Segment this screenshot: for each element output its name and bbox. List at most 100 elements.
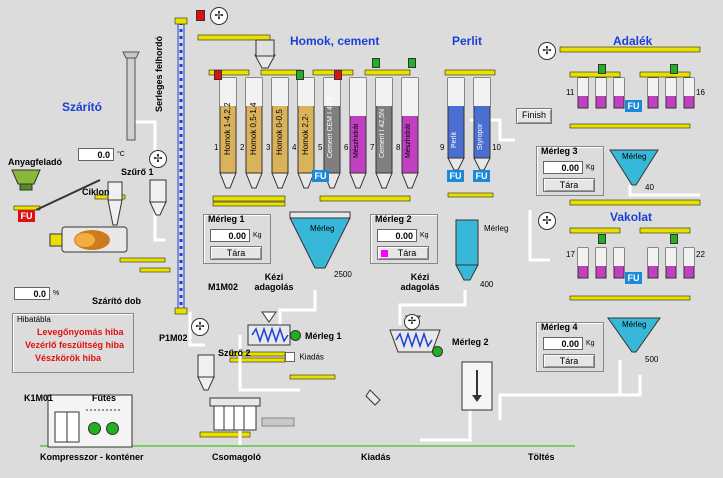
valve-green-indicator[interactable] (372, 58, 380, 68)
label-m1m02: M1M02 (208, 282, 239, 292)
hopper-capacity-adalek: 40 (645, 183, 654, 192)
adalek-bins (577, 77, 695, 186)
silo-name-8: Mészhidrát (405, 123, 412, 158)
packer-unit (209, 397, 295, 431)
fan-icon-p1m02[interactable]: ✢ (191, 318, 209, 336)
bucket-elevator (174, 17, 188, 315)
label-ciklon: Ciklon (82, 187, 110, 197)
fan-icon-vakolat[interactable]: ✢ (538, 212, 556, 230)
scale-2-title: Mérleg 2 (375, 214, 412, 224)
motor-green-indicator[interactable] (432, 346, 443, 357)
label-csomagolo: Csomagoló (212, 452, 262, 462)
label-kezi-adagolas-2: Kézi adagolás (400, 272, 440, 292)
drum-percent-unit: % (53, 290, 60, 297)
silo-number-2: 2 (240, 143, 245, 152)
mixer-1 (247, 311, 291, 346)
scale-2-tara-label: Tára (397, 248, 417, 258)
valve-red-indicator[interactable] (196, 10, 205, 21)
valve-green-indicator[interactable] (296, 70, 304, 80)
drum-percent-value: 0.0 (14, 287, 50, 300)
bin-number-adalek-right: 16 (696, 88, 705, 97)
silo-name-10: Styropor (477, 123, 484, 150)
silo-number-7: 7 (370, 143, 375, 152)
fu-badge-perlit-2[interactable]: FU (473, 170, 490, 182)
finish-button[interactable]: Finish (516, 108, 552, 124)
scale-1-title: Mérleg 1 (208, 214, 245, 224)
label-hopper-merleg-perlit: Mérleg (484, 224, 509, 233)
label-hopper-merleg-adalek: Mérleg (622, 152, 647, 161)
main-weigh-hopper (289, 211, 351, 269)
scale-3-tara-button[interactable]: Tára (543, 178, 595, 192)
scale-1-tara-button[interactable]: Tára (210, 246, 262, 260)
fan-icon-adalek[interactable]: ✢ (538, 42, 556, 60)
scale-4-value: 0.00 (543, 337, 583, 350)
vakolat-bins (577, 247, 695, 353)
scale-3-unit: Kg (586, 164, 595, 171)
valve-green-indicator[interactable] (598, 64, 606, 74)
alarm-panel-title: Hibatábla (17, 315, 51, 324)
scale-4-unit: Kg (586, 340, 595, 347)
valve-green-indicator[interactable] (670, 234, 678, 244)
label-szarito-dob: Szárító dob (92, 296, 141, 306)
scale-1-value: 0.00 (210, 229, 250, 242)
label-mixer-merleg1: Mérleg 1 (305, 331, 342, 341)
valve-green-indicator[interactable] (598, 234, 606, 244)
silo-name-6: Mészhidrát (353, 123, 360, 158)
section-title-adalek: Adalék (613, 34, 653, 48)
filter-2 (197, 354, 215, 391)
kiadas-checkbox-row[interactable]: Kiadás (285, 348, 324, 366)
silo-name-1: Homok 1-4,2,2 (223, 102, 232, 155)
label-kompresszor: Kompresszor - konténer (40, 452, 144, 462)
scale-panel-2: Mérleg 2 0.00 Kg Tára (370, 214, 438, 264)
valve-red-indicator[interactable] (334, 70, 342, 80)
silo-name-4: Homok 2,2- (301, 113, 310, 155)
scale-4-tara-button[interactable]: Tára (543, 354, 595, 368)
scale-1-unit: Kg (253, 232, 262, 239)
motor-green-indicator[interactable] (106, 422, 119, 435)
valve-red-indicator[interactable] (214, 70, 222, 80)
cyclone (107, 181, 123, 226)
temperature-unit: °C (117, 151, 125, 158)
scale-2-tara-button[interactable]: Tára (377, 246, 429, 260)
valve-green-indicator[interactable] (408, 58, 416, 68)
label-mixer-merleg2: Mérleg 2 (452, 337, 489, 347)
section-title-szarito: Szárító (62, 100, 103, 114)
bin-number-adalek-left: 11 (566, 88, 575, 97)
fan-icon-merleg2[interactable]: ✢ (404, 314, 420, 330)
fu-badge-main[interactable]: FU (312, 170, 329, 182)
hopper-capacity-vakolat: 500 (645, 355, 659, 364)
scale-4-title: Mérleg 4 (541, 322, 578, 332)
silo-name-9: Perlit (451, 132, 458, 148)
perlit-weigh-silo (455, 219, 479, 281)
silo-name-5: Cement CEM I 42,5 (327, 96, 334, 158)
silo-number-8: 8 (396, 143, 401, 152)
silo-number-6: 6 (344, 143, 349, 152)
silo-number-1: 1 (214, 143, 219, 152)
fan-icon-top[interactable]: ✢ (210, 7, 228, 25)
section-title-perlit: Perlit (452, 34, 483, 48)
label-k1m01: K1M01 (24, 393, 54, 403)
scale-panel-4: Mérleg 4 0.00 Kg Tára (536, 322, 604, 372)
scale-2-status-square (381, 250, 388, 257)
feed-hopper (11, 169, 101, 211)
valve-green-indicator[interactable] (670, 64, 678, 74)
fu-badge-feeder[interactable]: FU (18, 210, 35, 222)
motor-green-indicator[interactable] (88, 422, 101, 435)
silo-name-2: Homok 0,5-1,4 (249, 102, 258, 155)
label-anyagfelado: Anyagfeladó (8, 157, 63, 167)
scale-panel-3: Mérleg 3 0.00 Kg Tára (536, 146, 604, 196)
fu-badge-vakolat[interactable]: FU (625, 272, 642, 284)
fu-badge-perlit-1[interactable]: FU (447, 170, 464, 182)
motor-green-indicator[interactable] (290, 330, 301, 341)
scale-2-unit: Kg (420, 232, 429, 239)
chimney (122, 51, 140, 141)
compressor-container (47, 394, 133, 448)
fan-icon-dryer[interactable]: ✢ (149, 150, 167, 168)
hopper-capacity-perlit: 400 (480, 280, 494, 289)
perlit-silos (447, 77, 491, 171)
bin-number-vakolat-left: 17 (566, 250, 575, 259)
label-szuro1: Szűrő 1 (121, 167, 154, 177)
kiadas-checkbox[interactable] (285, 351, 295, 362)
fu-badge-adalek[interactable]: FU (625, 100, 642, 112)
silo-number-3: 3 (266, 143, 271, 152)
